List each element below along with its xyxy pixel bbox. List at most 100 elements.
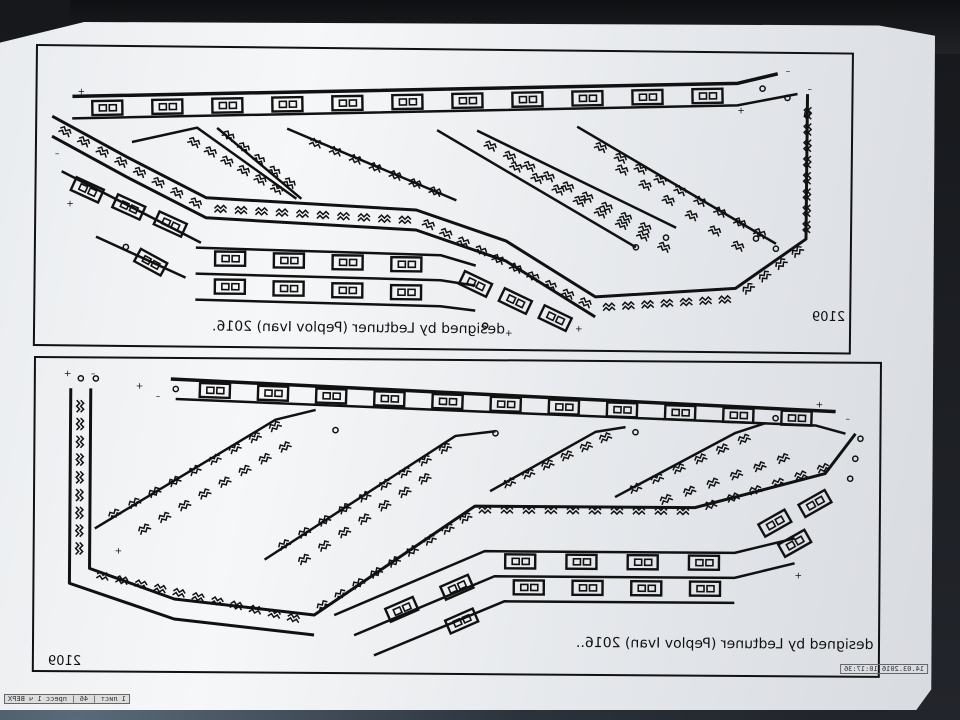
resistor-mark — [407, 548, 419, 557]
resistor-mark — [694, 453, 706, 461]
resistor-mark — [172, 591, 185, 598]
resistor-mark — [170, 190, 182, 199]
resistor-mark — [794, 470, 807, 478]
smd-led-pad — [776, 528, 813, 559]
smd-led-pad — [91, 99, 124, 117]
resistor-mark — [807, 122, 813, 137]
pcb-traces-bottom: +–+–+–++ — [64, 369, 864, 657]
polarity-sign: + — [115, 547, 123, 557]
resistor-mark — [310, 137, 323, 145]
smd-led-pad — [547, 398, 581, 416]
resistor-mark — [641, 303, 655, 309]
resistor-mark — [97, 146, 109, 155]
resistor-mark — [663, 194, 675, 203]
resistor-mark — [234, 209, 248, 215]
smd-led-pad — [256, 384, 290, 402]
resistor-mark — [108, 508, 120, 517]
smd-led-pad — [372, 390, 406, 408]
footer-timestamp: 14.03.2016 10:17:36 — [840, 664, 929, 674]
polarity-sign: – — [786, 67, 791, 77]
resistor-mark — [78, 524, 84, 538]
resistor-mark — [745, 285, 756, 295]
resistor-mark — [660, 298, 674, 304]
resistor-mark — [267, 612, 281, 619]
resistor-mark — [254, 210, 269, 216]
resistor-mark — [170, 479, 182, 488]
smd-led-pad — [489, 395, 523, 414]
copper-trace — [51, 134, 596, 319]
smd-led-pad — [756, 508, 793, 539]
resistor-mark — [270, 424, 283, 433]
resistor-mark — [708, 481, 720, 489]
resistor-mark — [459, 512, 471, 521]
resistor-mark — [521, 468, 534, 476]
smd-led-pad — [457, 269, 494, 299]
resistor-mark — [492, 253, 505, 262]
resistor-mark — [388, 173, 401, 181]
resistor-mark — [358, 513, 370, 522]
resistor-mark — [806, 155, 812, 169]
resistor-mark — [278, 441, 290, 450]
resistor-mark — [439, 231, 451, 240]
resistor-mark — [79, 399, 85, 413]
resistor-mark — [210, 599, 224, 607]
resistor-mark — [684, 213, 697, 222]
resistor-mark — [699, 299, 713, 306]
resistor-mark — [638, 183, 650, 191]
resistor-mark — [150, 490, 162, 499]
resistor-mark — [456, 239, 469, 248]
resistor-mark — [562, 181, 575, 190]
resistor-mark — [282, 180, 294, 190]
resistor-mark — [423, 218, 436, 227]
resistor-mark — [601, 201, 613, 210]
resistor-mark — [400, 470, 412, 479]
resistor-mark — [75, 417, 81, 431]
resistor-mark — [423, 534, 435, 543]
resistor-mark — [360, 494, 372, 503]
resistor-mark — [358, 490, 370, 500]
resistor-mark — [370, 567, 382, 576]
copper-trace — [94, 408, 316, 530]
pcb-board-top: ++–––+++ — [32, 44, 854, 355]
resistor-mark — [578, 300, 591, 309]
resistor-mark — [543, 170, 555, 179]
resistor-mark — [695, 456, 708, 465]
resistor-mark — [639, 221, 652, 230]
resistor-mark — [658, 241, 671, 250]
resistor-mark — [562, 288, 575, 297]
resistor-mark — [153, 587, 166, 594]
via-hole — [481, 322, 489, 330]
pcb-traces-top: ++–––+++ — [51, 67, 813, 339]
resistor-mark — [674, 466, 686, 475]
smd-led-pad — [198, 381, 232, 400]
resistor-mark — [203, 149, 216, 158]
resistor-mark — [732, 220, 745, 229]
resistor-mark — [616, 218, 629, 227]
copper-trace — [195, 272, 476, 287]
resistor-mark — [229, 604, 243, 611]
polarity-sign: – — [55, 149, 60, 159]
resistor-mark — [441, 523, 453, 532]
via-hole — [752, 235, 760, 242]
resistor-mark — [727, 495, 741, 503]
resistor-mark — [705, 503, 718, 511]
resistor-mark — [615, 167, 627, 176]
via-hole — [122, 243, 130, 251]
resistor-mark — [260, 456, 272, 465]
resistor-mark — [153, 583, 167, 590]
resistor-mark — [593, 210, 606, 219]
resistor-mark — [398, 486, 410, 495]
resistor-mark — [248, 608, 262, 615]
resistor-mark — [693, 199, 705, 208]
resistor-mark — [527, 271, 540, 279]
resistor-mark — [420, 457, 432, 467]
resistor-mark — [602, 302, 616, 308]
smd-led-pad — [69, 175, 106, 205]
resistor-mark — [300, 530, 312, 539]
resistor-mark — [560, 184, 573, 193]
resistor-mark — [338, 502, 350, 512]
resistor-mark — [200, 491, 212, 500]
resistor-mark — [340, 530, 352, 539]
resistor-mark — [707, 228, 720, 237]
resistor-mark — [400, 489, 412, 499]
